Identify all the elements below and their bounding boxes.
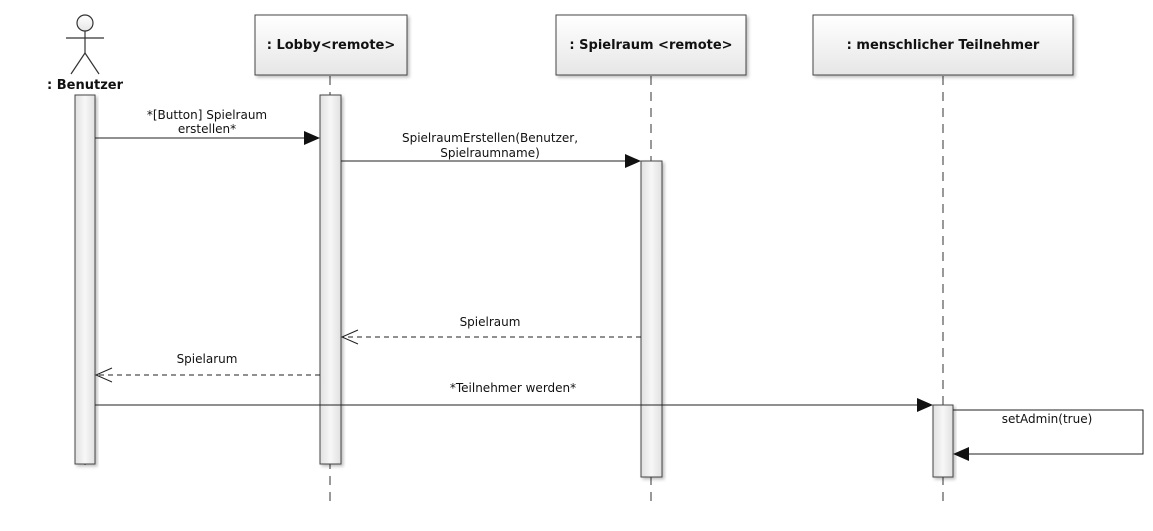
activations — [74, 94, 954, 478]
message-1-label-line1: *[Button] Spielraum — [147, 108, 267, 122]
actor-label: : Benutzer — [47, 78, 124, 93]
message-spielraum-erstellen-call: SpielraumErstellen(Benutzer, Spielraumna… — [341, 131, 641, 168]
activation-benutzer — [74, 94, 96, 465]
message-return-spielraum: Spielraum — [340, 315, 641, 345]
message-spielraum-erstellen-button: *[Button] Spielraum erstellen* — [95, 108, 320, 145]
participant-lobby-label: : Lobby<remote> — [267, 38, 396, 53]
participant-lobby: : Lobby<remote> — [254, 14, 408, 76]
participant-teilnehmer-label: : menschlicher Teilnehmer — [847, 38, 1040, 53]
message-1-label-line2: erstellen* — [178, 122, 236, 136]
message-5-label: *Teilnehmer werden* — [450, 381, 576, 395]
message-set-admin: setAdmin(true) — [953, 409, 1144, 461]
arrowhead-filled — [304, 131, 320, 145]
message-6-label: setAdmin(true) — [1002, 412, 1093, 426]
arrowhead-filled — [917, 398, 933, 412]
message-2-label-line1: SpielraumErstellen(Benutzer, — [402, 131, 578, 145]
message-2-label-line2: Spielraumname) — [440, 146, 540, 160]
message-teilnehmer-werden: *Teilnehmer werden* — [95, 381, 933, 412]
activation-spielraum — [640, 160, 663, 478]
participant-spielraum-label: : Spielraum <remote> — [569, 38, 732, 53]
arrowhead-open — [94, 367, 113, 383]
message-return-spielarum: Spielarum — [94, 352, 320, 383]
participant-spielraum: : Spielraum <remote> — [555, 14, 747, 76]
message-3-label: Spielraum — [460, 315, 521, 329]
activation-lobby — [319, 94, 342, 465]
actor-head — [76, 14, 94, 32]
arrowhead-open — [340, 329, 359, 345]
actor-benutzer — [66, 14, 104, 75]
participant-teilnehmer: : menschlicher Teilnehmer — [812, 14, 1074, 76]
arrowhead-filled — [625, 154, 641, 168]
message-4-label: Spielarum — [177, 352, 238, 366]
arrowhead-filled — [953, 447, 969, 461]
activation-teilnehmer — [932, 404, 954, 478]
